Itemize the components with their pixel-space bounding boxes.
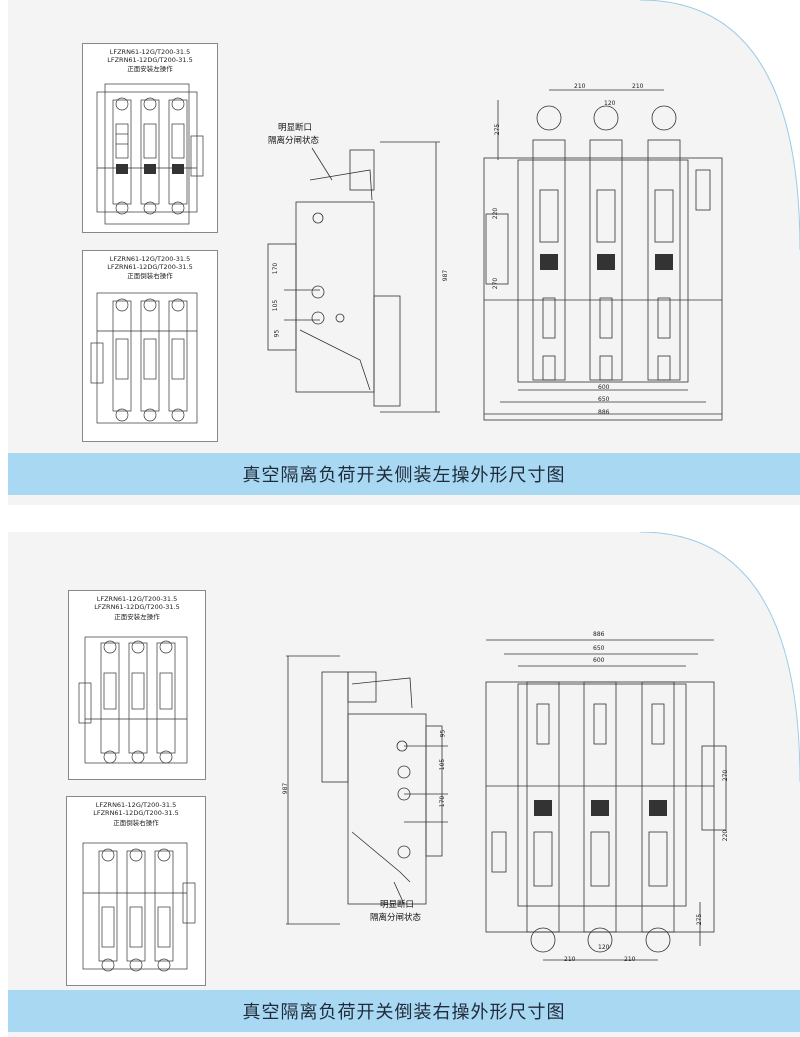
- box-caption-line1: LFZRN61-12G/T200-31.5: [109, 48, 191, 56]
- drawing-box-left-operation: LFZRN61-12G/T200-31.5 LFZRN61-12DG/T200-…: [68, 590, 206, 780]
- switch-front-drawing: [96, 83, 204, 225]
- drawing-box-right-operation: LFZRN61-12G/T200-31.5 LFZRN61-12DG/T200-…: [66, 796, 206, 986]
- dimension-600: 600: [593, 657, 605, 664]
- dimension-210-left: 210: [564, 956, 576, 963]
- box-caption-line2: LFZRN61-12DG/T200-31.5: [107, 263, 193, 271]
- title-banner: 真空隔离负荷开关侧装左操外形尺寸图: [8, 453, 800, 495]
- banner-title: 真空隔离负荷开关倒装右操外形尺寸图: [242, 1002, 566, 1023]
- banner-title: 真空隔离负荷开关侧装左操外形尺寸图: [242, 465, 566, 486]
- box-caption-line3: 正面安装左操作: [127, 65, 173, 73]
- dimension-650: 650: [593, 645, 605, 652]
- front-view-drawing: [483, 89, 723, 421]
- switch-front-drawing: [78, 636, 188, 764]
- panel-bottom: LFZRN61-12G/T200-31.5 LFZRN61-12DG/T200-…: [0, 532, 800, 1037]
- side-label-line1: 明显断口: [380, 900, 415, 910]
- box-caption-line2: LFZRN61-12DG/T200-31.5: [107, 56, 193, 64]
- box-caption-line1: LFZRN61-12G/T200-31.5: [95, 801, 177, 809]
- dimension-270: 270: [492, 277, 500, 290]
- dimension-210-right: 210: [624, 956, 636, 963]
- dimension-120: 120: [604, 100, 616, 107]
- box-caption-line3: 正面倒装右操作: [127, 272, 173, 280]
- box-caption-line3: 正面倒装右操作: [113, 819, 159, 827]
- dimension-210-left: 210: [574, 83, 586, 90]
- panel-top: LFZRN61-12G/T200-31.5 LFZRN61-12DG/T200-…: [0, 0, 800, 505]
- dimension-220: 220: [722, 829, 730, 842]
- drawing-box-left-operation: LFZRN61-12G/T200-31.5 LFZRN61-12DG/T200-…: [82, 43, 218, 233]
- box-caption-line3: 正面安装左操作: [114, 613, 160, 621]
- dimension-650: 650: [598, 396, 610, 403]
- box-caption-line2: LFZRN61-12DG/T200-31.5: [93, 809, 179, 817]
- side-label-line1: 明显断口: [278, 123, 313, 133]
- side-label-line2: 隔离分闸状态: [268, 136, 320, 146]
- dimension-600: 600: [598, 384, 610, 391]
- box-caption-line2: LFZRN61-12DG/T200-31.5: [94, 603, 180, 611]
- box-caption-line1: LFZRN61-12G/T200-31.5: [96, 595, 178, 603]
- dimension-210-right: 210: [632, 83, 644, 90]
- dimension-220: 220: [492, 207, 500, 220]
- dimension-275: 275: [696, 913, 704, 926]
- front-view-drawing: [485, 639, 727, 961]
- drawing-box-right-operation: LFZRN61-12G/T200-31.5 LFZRN61-12DG/T200-…: [82, 250, 218, 442]
- dimension-886: 886: [593, 631, 605, 638]
- dimension-886: 886: [598, 409, 610, 416]
- switch-front-drawing: [90, 292, 198, 424]
- side-view-drawing: [267, 141, 440, 413]
- panel-background: [8, 532, 800, 1037]
- switch-front-drawing: [82, 842, 196, 972]
- dimension-120: 120: [598, 944, 610, 951]
- dimension-275: 275: [494, 123, 502, 136]
- box-caption-line1: LFZRN61-12G/T200-31.5: [109, 255, 191, 263]
- side-view-drawing: [286, 655, 448, 925]
- title-banner: 真空隔离负荷开关倒装右操外形尺寸图: [8, 990, 800, 1032]
- side-label-line2: 隔离分闸状态: [370, 913, 422, 923]
- dimension-270: 270: [722, 769, 730, 782]
